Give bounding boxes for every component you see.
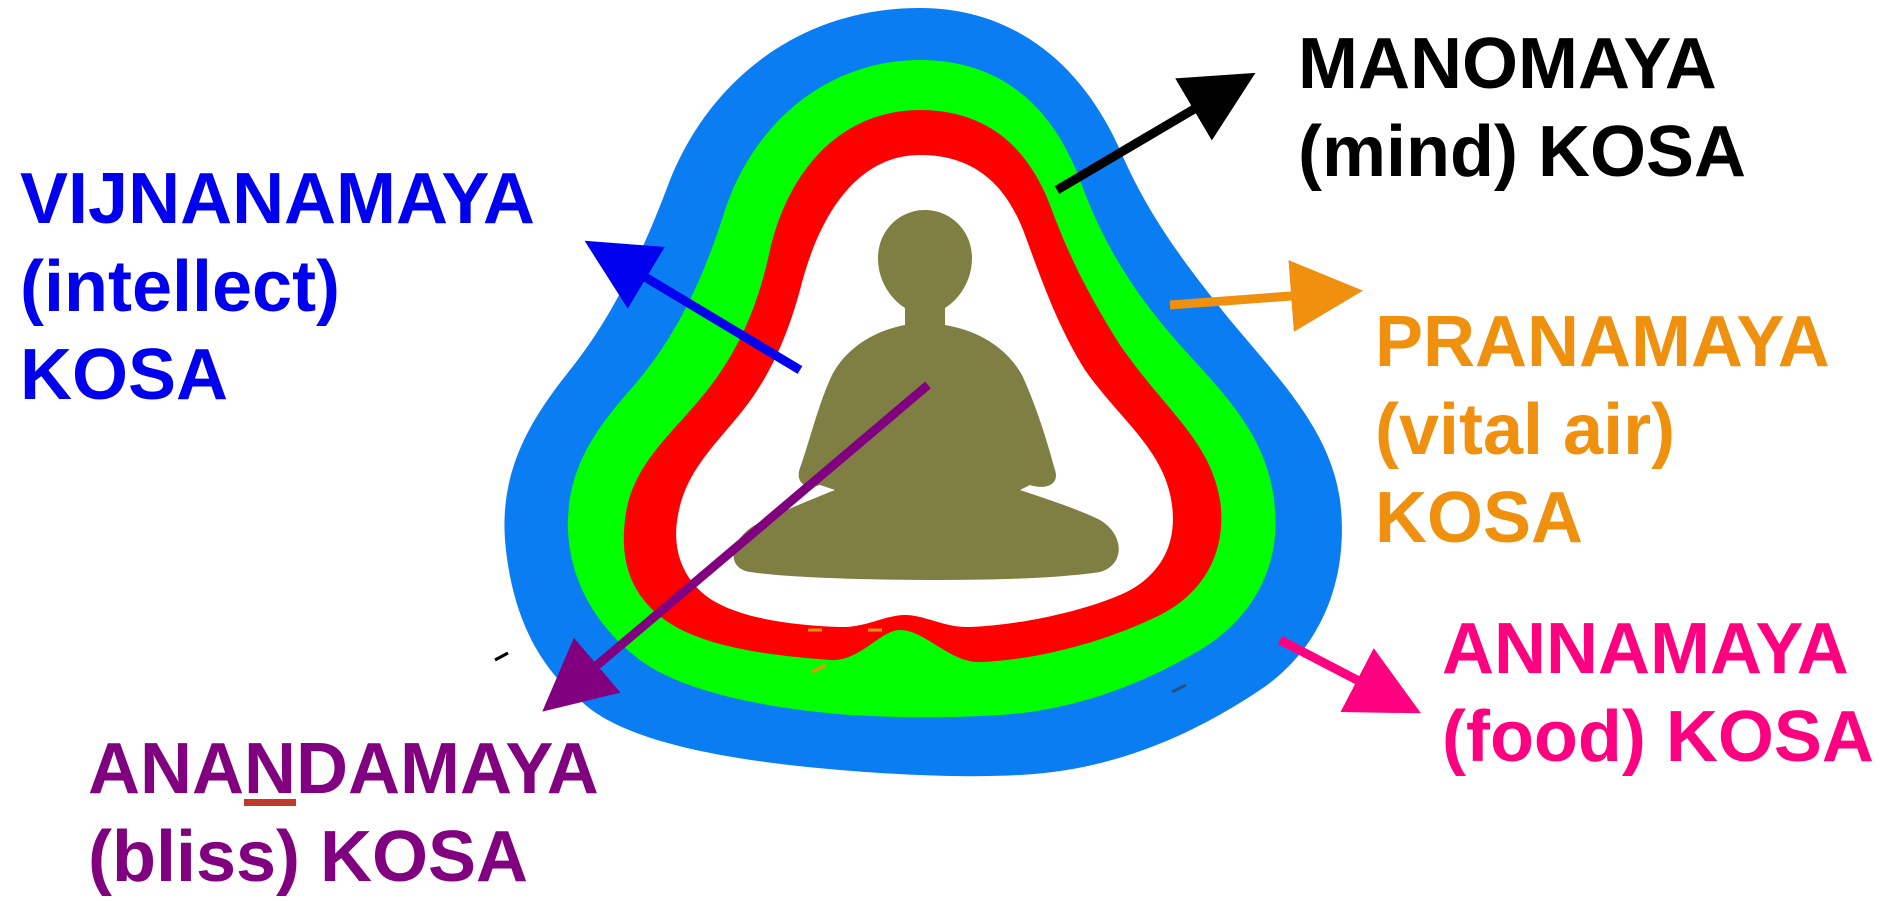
annamaya-line2: (food) KOSA bbox=[1442, 693, 1874, 781]
manomaya-line2: (mind) KOSA bbox=[1298, 108, 1746, 196]
vijnanamaya-line1: VIJNANAMAYA bbox=[20, 155, 535, 243]
annamaya-line1: ANNAMAYA bbox=[1442, 605, 1874, 693]
vijnanamaya-line3: KOSA bbox=[20, 331, 535, 419]
annamaya-arrow bbox=[1280, 640, 1405, 705]
manomaya-label: MANOMAYA (mind) KOSA bbox=[1298, 20, 1746, 196]
pranamaya-label: PRANAMAYA (vital air) KOSA bbox=[1375, 298, 1830, 562]
manomaya-line1: MANOMAYA bbox=[1298, 20, 1746, 108]
stray-mark bbox=[495, 653, 508, 660]
anandamaya-line1-a: ANA bbox=[88, 729, 244, 809]
vijnanamaya-label: VIJNANAMAYA (intellect) KOSA bbox=[20, 155, 535, 419]
anandamaya-line1-b: N bbox=[244, 729, 296, 809]
anandamaya-label: ANANDAMAYA (bliss) KOSA bbox=[88, 725, 599, 901]
anandamaya-line1: ANANDAMAYA bbox=[88, 725, 599, 813]
anandamaya-line2: (bliss) KOSA bbox=[88, 813, 599, 901]
vijnanamaya-line2: (intellect) bbox=[20, 243, 535, 331]
annamaya-label: ANNAMAYA (food) KOSA bbox=[1442, 605, 1874, 781]
pranamaya-line1: PRANAMAYA bbox=[1375, 298, 1830, 386]
pranamaya-line2: (vital air) bbox=[1375, 386, 1830, 474]
pranamaya-line3: KOSA bbox=[1375, 474, 1830, 562]
anandamaya-line1-c: DAMAYA bbox=[296, 729, 599, 809]
